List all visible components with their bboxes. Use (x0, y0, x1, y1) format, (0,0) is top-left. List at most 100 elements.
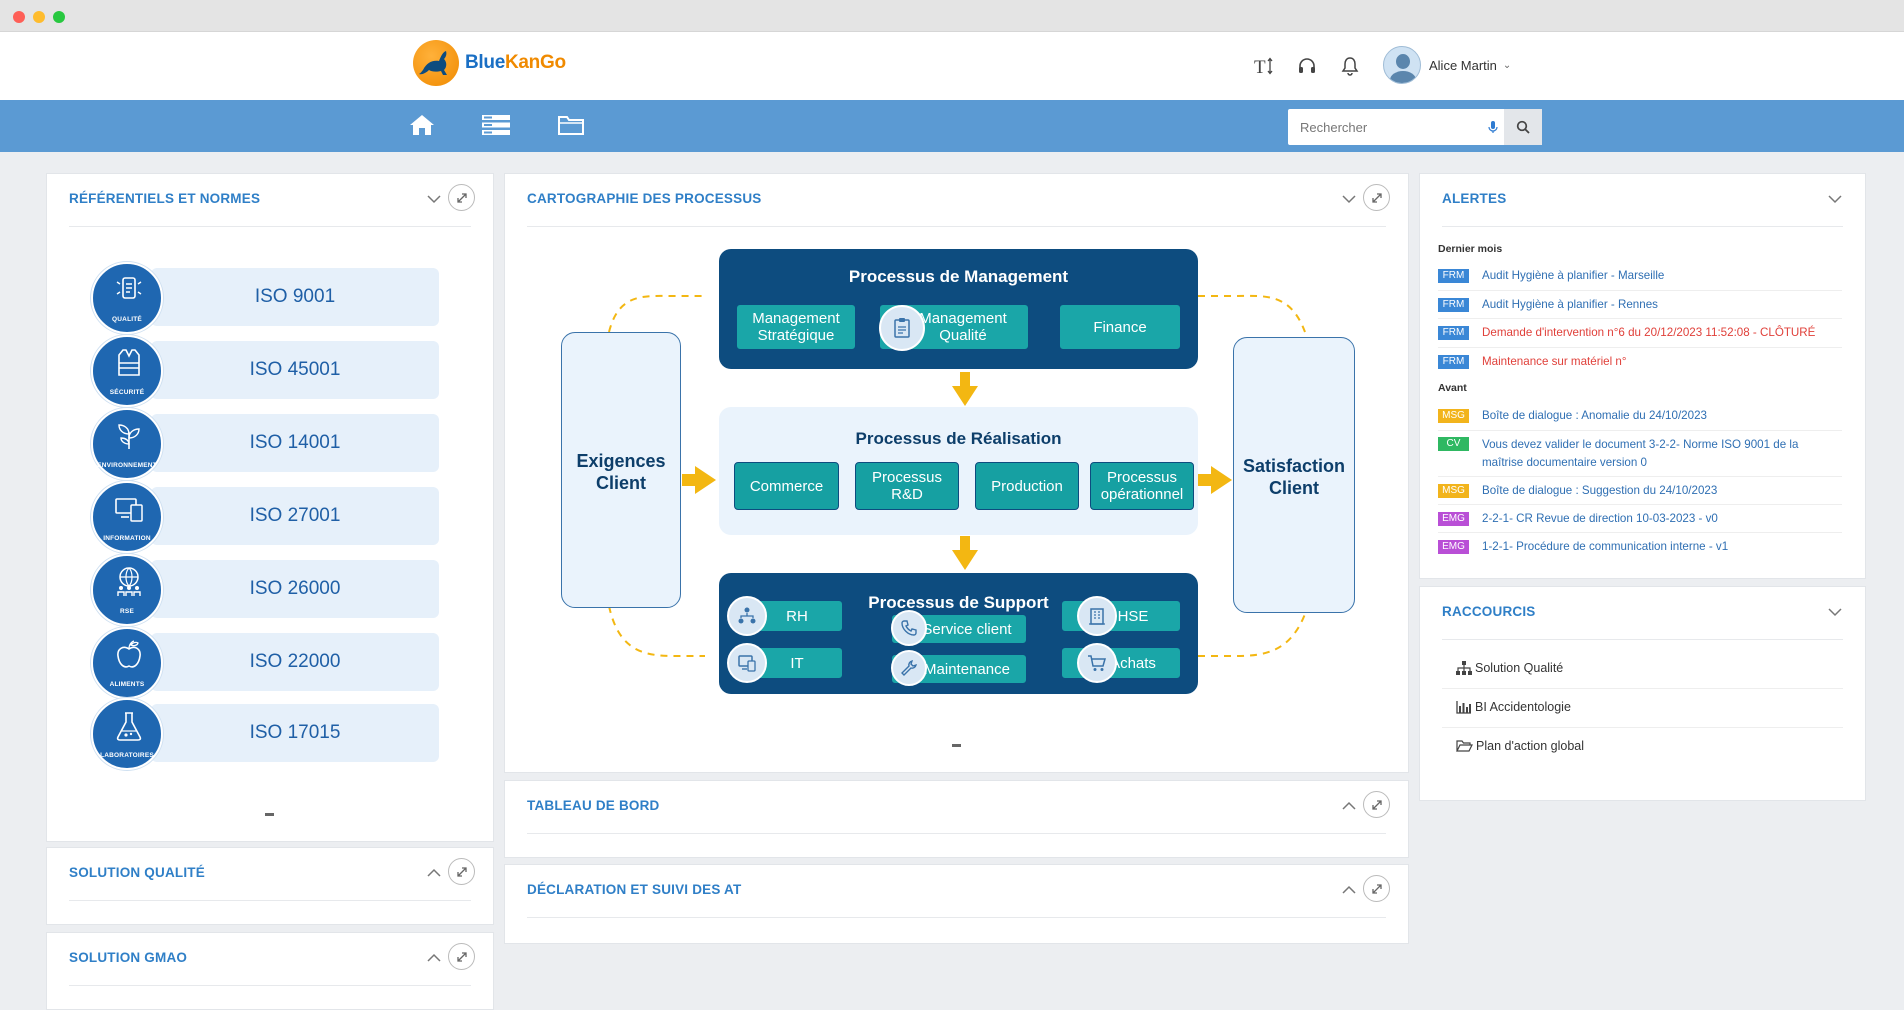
alert-item[interactable]: FRM Audit Hygiène à planifier - Marseill… (1438, 268, 1842, 284)
safety-vest-icon: SÉCURITÉ (91, 335, 163, 407)
chevron-down-icon[interactable] (426, 191, 442, 207)
search-input[interactable] (1288, 109, 1482, 145)
divider (1442, 639, 1843, 640)
chevron-down-icon[interactable] (1827, 191, 1843, 207)
panel-title: ALERTES (1442, 191, 1507, 206)
search-button[interactable] (1504, 109, 1542, 145)
alertes-section-label: Avant (1438, 382, 1467, 394)
expand-icon (1371, 883, 1382, 894)
alert-item[interactable]: MSG Boîte de dialogue : Anomalie du 24/1… (1438, 408, 1842, 424)
shortcut-bi-accidentologie[interactable]: BI Accidentologie (1456, 700, 1571, 714)
maximize-window-button[interactable] (53, 11, 65, 23)
chevron-up-icon[interactable] (426, 865, 442, 881)
expand-button[interactable] (448, 943, 475, 970)
folder-icon[interactable] (556, 112, 586, 138)
satisfaction-client-label: Satisfaction Client (1242, 456, 1346, 498)
referentiel-item-iso45001[interactable]: ISO 45001 SÉCURITÉ (91, 335, 439, 407)
user-menu[interactable]: Alice Martin ⌄ (1383, 46, 1511, 84)
process-connectors (608, 294, 1306, 657)
referentiel-label: ISO 17015 (249, 722, 341, 743)
expand-button[interactable] (1363, 184, 1390, 211)
shortcut-plan-action-global[interactable]: Plan d'action global (1456, 739, 1584, 753)
alert-badge: FRM (1438, 298, 1469, 312)
alert-item[interactable]: FRM Maintenance sur matériel n° (1438, 354, 1842, 370)
chevron-down-icon[interactable] (1341, 191, 1357, 207)
chevron-up-icon[interactable] (1341, 882, 1357, 898)
bell-icon[interactable] (1338, 54, 1362, 78)
expand-button[interactable] (448, 858, 475, 885)
management-strategique-button[interactable]: Management Stratégique (736, 304, 856, 350)
headset-icon[interactable] (1295, 54, 1319, 78)
divider (1438, 318, 1842, 319)
minimize-window-button[interactable] (33, 11, 45, 23)
user-name: Alice Martin (1429, 57, 1497, 73)
panel-title: DÉCLARATION ET SUIVI DES AT (527, 882, 742, 897)
referentiel-category: RSE (120, 608, 134, 615)
alert-badge: EMG (1438, 512, 1469, 526)
tableau-de-bord-panel: TABLEAU DE BORD (504, 780, 1409, 858)
processus-rd-button[interactable]: Processus R&D (855, 462, 959, 510)
processus-management-title: Processus de Management (848, 267, 1069, 286)
close-window-button[interactable] (13, 11, 25, 23)
referentiel-item-iso17015[interactable]: ISO 17015 LABORATOIRES (91, 698, 439, 770)
solution-qualite-panel: SOLUTION QUALITÉ (46, 847, 494, 925)
expand-button[interactable] (1363, 791, 1390, 818)
solution-gmao-panel: SOLUTION GMAO (46, 932, 494, 1010)
shortcut-solution-qualite[interactable]: Solution Qualité (1456, 661, 1563, 675)
alert-item[interactable]: CV Vous devez valider le document 3-2-2-… (1438, 436, 1842, 470)
referentiel-item-iso26000[interactable]: ISO 26000 RSE (91, 554, 439, 626)
alert-text: Maintenance sur matériel n° (1482, 355, 1627, 368)
processus-support-title: Processus de Support (868, 593, 1049, 612)
folder-open-icon (1456, 740, 1473, 752)
alert-text: Boîte de dialogue : Anomalie du 24/10/20… (1482, 409, 1707, 422)
text-size-icon[interactable]: T (1253, 54, 1277, 78)
alert-item[interactable]: FRM Demande d'intervention n°6 du 20/12/… (1438, 325, 1842, 341)
expand-button[interactable] (1363, 875, 1390, 902)
alert-text: Vous devez valider le document 3-2-2- No… (1482, 438, 1799, 469)
org-chart-icon (727, 596, 767, 636)
chevron-down-icon: ⌄ (1502, 59, 1512, 71)
chevron-up-icon[interactable] (426, 950, 442, 966)
globe-people-icon: RSE (91, 554, 163, 626)
production-button[interactable]: Production (975, 462, 1079, 510)
list-icon[interactable] (481, 112, 511, 138)
finance-button[interactable]: Finance (1059, 304, 1181, 350)
alert-item[interactable]: EMG 1-2-1- Procédure de communication in… (1438, 539, 1842, 555)
referentiel-item-iso9001[interactable]: ISO 9001 QUALITÉ (91, 262, 439, 334)
svg-text:T: T (1254, 57, 1266, 76)
alert-item[interactable]: MSG Boîte de dialogue : Suggestion du 24… (1438, 483, 1842, 499)
satisfaction-client-box[interactable]: Satisfaction Client (1233, 337, 1355, 613)
referentiel-item-iso22000[interactable]: ISO 22000 ALIMENTS (91, 627, 439, 699)
alert-item[interactable]: FRM Audit Hygiène à planifier - Rennes (1438, 297, 1842, 313)
alert-item[interactable]: EMG 2-2-1- CR Revue de direction 10-03-2… (1438, 511, 1842, 527)
brand-logo[interactable]: BlueKanGo (413, 38, 566, 88)
computer-icon: INFORMATION (91, 481, 163, 553)
divider (1442, 226, 1843, 227)
divider (527, 226, 1386, 227)
resize-handle[interactable] (265, 813, 274, 816)
referentiel-category: ENVIRONNEMENT (97, 462, 157, 469)
home-icon[interactable] (407, 112, 437, 138)
microphone-icon[interactable] (1482, 109, 1504, 145)
referentiel-item-iso27001[interactable]: ISO 27001 INFORMATION (91, 481, 439, 553)
processus-operationnel-button[interactable]: Processus opérationnel (1090, 462, 1194, 510)
alert-badge: MSG (1438, 409, 1469, 423)
referentiel-category: LABORATOIRES (100, 752, 154, 759)
alert-badge: MSG (1438, 484, 1469, 498)
alert-badge: FRM (1438, 269, 1469, 283)
cartographie-panel: CARTOGRAPHIE DES PROCESSUS Exigences Cli… (504, 173, 1409, 773)
commerce-button[interactable]: Commerce (734, 462, 839, 510)
referentiel-item-iso14001[interactable]: ISO 14001 ENVIRONNEMENT (91, 408, 439, 480)
resize-handle[interactable] (952, 744, 961, 747)
alertes-panel: ALERTES Dernier mois FRM Audit Hygiène à… (1419, 173, 1866, 579)
wrench-icon (891, 650, 927, 686)
computer-icon (727, 643, 767, 683)
chevron-down-icon[interactable] (1827, 604, 1843, 620)
exigences-client-box[interactable]: Exigences Client (561, 332, 681, 608)
declaration-at-panel: DÉCLARATION ET SUIVI DES AT (504, 864, 1409, 944)
alert-badge: CV (1438, 437, 1469, 451)
divider (527, 833, 1386, 834)
expand-button[interactable] (448, 184, 475, 211)
bar-chart-icon (1456, 701, 1471, 714)
chevron-up-icon[interactable] (1341, 798, 1357, 814)
